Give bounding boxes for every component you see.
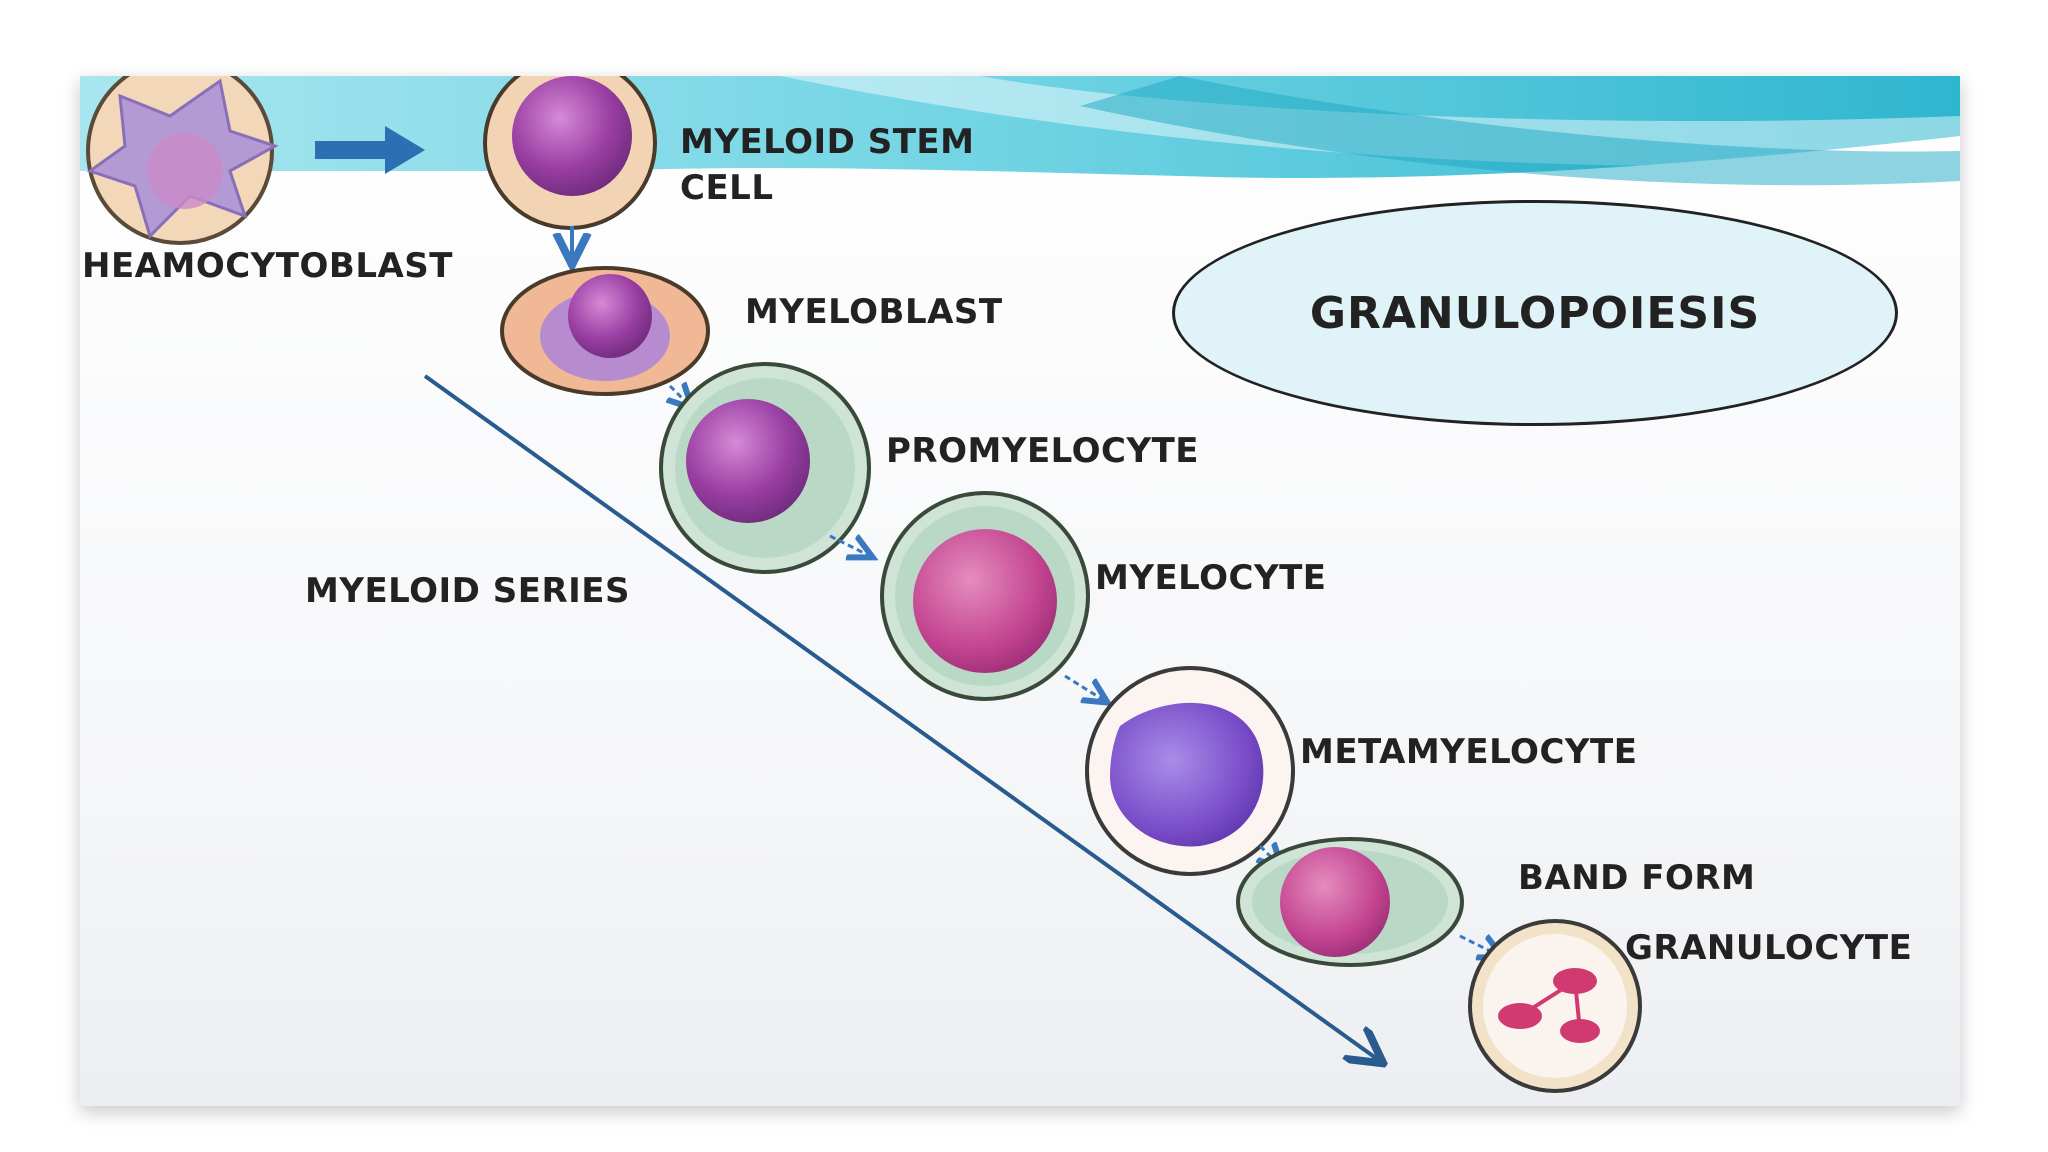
promyelocyte-cell (659, 362, 871, 574)
metamyelocyte-cell (1085, 666, 1295, 876)
myeloblast-label: MYELOBLAST (745, 292, 1003, 332)
band-form-cell (1236, 837, 1464, 967)
diagram-title: GRANULOPOIESIS (1309, 287, 1761, 339)
granulocyte-label: GRANULOCYTE (1625, 928, 1913, 968)
slide: HEAMOCYTOBLAST MYELOID STEM CELL MYELOBL… (80, 76, 1960, 1106)
myeloid-series-line (423, 374, 1380, 1061)
myeloblast-cell (500, 266, 710, 396)
title-ellipse: GRANULOPOIESIS (1172, 200, 1898, 426)
myeloid-series-label: MYELOID SERIES (305, 571, 631, 611)
haemocytoblast-cell (86, 76, 279, 245)
myeloid-stem-cell-label-line2: CELL (680, 168, 774, 208)
diagram-canvas (86, 76, 1642, 1093)
myelocyte-label: MYELOCYTE (1095, 558, 1327, 598)
haemocytoblast-label: HEAMOCYTOBLAST (82, 246, 453, 286)
myeloid-stem-cell (483, 76, 657, 230)
myeloid-stem-cell-label-line1: MYELOID STEM (680, 122, 975, 162)
myelocyte-cell (880, 491, 1090, 701)
promyelocyte-label: PROMYELOCYTE (886, 431, 1200, 471)
thick-arrow (315, 126, 425, 174)
granulocyte-cell (1468, 919, 1642, 1093)
metamyelocyte-label: METAMYELOCYTE (1300, 732, 1638, 772)
band-form-label: BAND FORM (1518, 858, 1756, 898)
